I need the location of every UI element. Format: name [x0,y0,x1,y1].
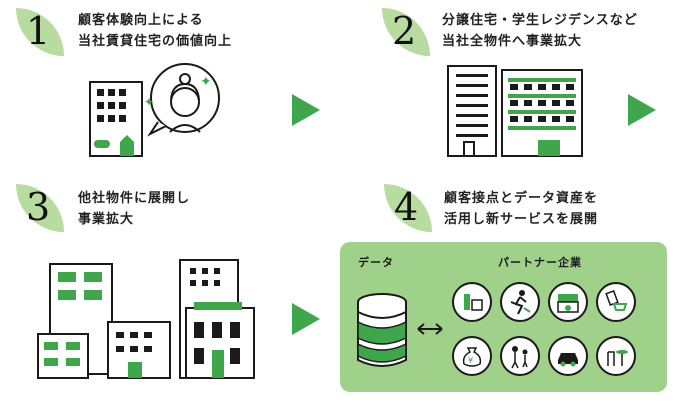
database-icon [357,293,407,367]
step-title-line2: 活用し新サービスを展開 [444,212,599,227]
flow-arrow [292,94,320,126]
family-icon [500,336,540,376]
svg-text:✦: ✦ [200,74,212,90]
step-number: 4 [394,185,419,229]
step-title-line1: 分譲住宅・学生レジデンスなど [442,13,638,28]
svg-text:¥: ¥ [468,356,473,365]
bidirectional-arrow-icon [417,323,443,335]
cafe-icon [596,336,636,376]
step-number: 3 [26,185,51,229]
step-title-line2: 当社全物件へ事業拡大 [442,34,583,49]
step-title-line1: 顧客体験向上による [78,13,204,28]
step-title-line2: 当社賃貸住宅の価値向上 [78,34,233,49]
data-label: データ [358,256,394,269]
car-icon [548,336,588,376]
flow-arrow [292,303,320,335]
step-number: 2 [392,9,417,53]
svg-text:✦: ✦ [144,95,154,109]
money-bag-icon: ¥ [452,336,492,376]
partner-label: パートナー企業 [498,256,582,269]
flow-arrow [628,94,656,126]
shopping-icon [452,282,492,322]
market-icon [548,282,588,322]
step-title-line1: 顧客接点とデータ資産を [444,191,599,206]
residence-buildings-illustration [447,65,583,157]
running-icon [500,282,540,322]
step-number: 1 [26,9,51,53]
apartment-with-resident-illustration: ✦ ✦ [89,63,220,157]
step-title-line2: 事業拡大 [78,212,135,227]
step-title-line1: 他社物件に展開し [78,191,191,206]
cart-icon [596,282,636,322]
other-company-buildings-illustration [37,259,255,379]
data-partner-panel: データ パートナー企業 ¥ [340,242,667,392]
